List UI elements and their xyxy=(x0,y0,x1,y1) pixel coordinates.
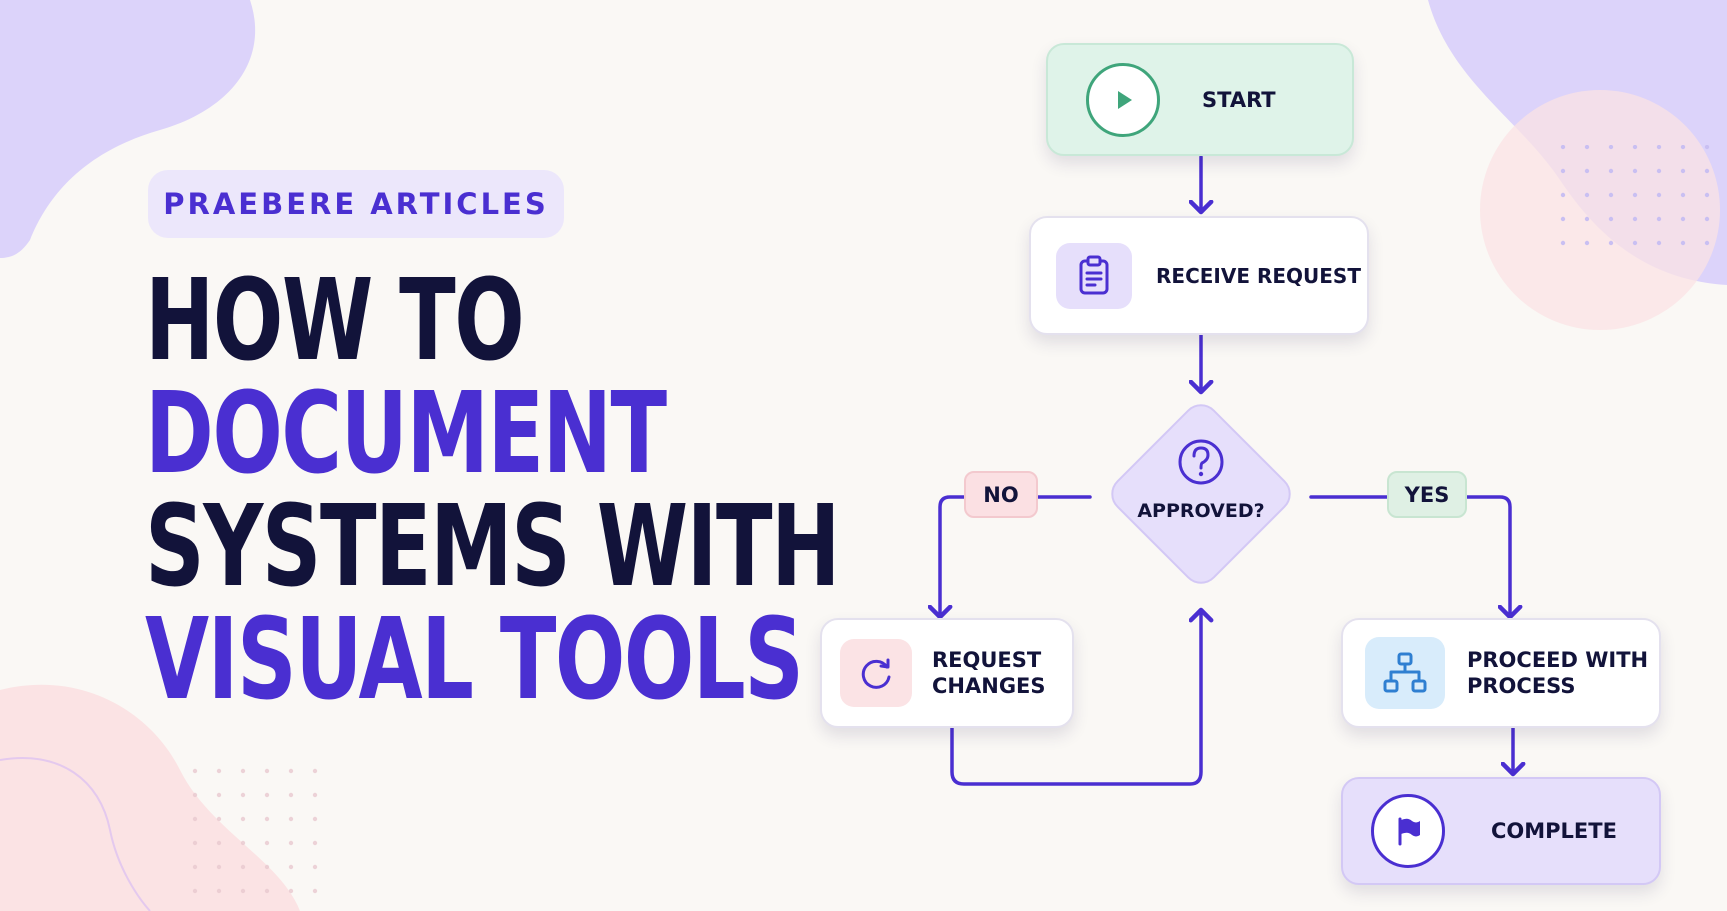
proceed-node[interactable]: PROCEED WITH PROCESS xyxy=(1341,618,1661,728)
start-node[interactable]: START xyxy=(1046,43,1354,156)
refresh-icon xyxy=(840,639,912,707)
request-changes-line-2: CHANGES xyxy=(932,674,1046,698)
hierarchy-icon xyxy=(1365,637,1445,709)
request-changes-line-1: REQUEST xyxy=(932,648,1042,672)
complete-node[interactable]: COMPLETE xyxy=(1341,777,1661,885)
connector-loop-back xyxy=(950,610,1201,786)
clipboard-icon xyxy=(1056,242,1132,309)
headline-line-2: DOCUMENT xyxy=(145,369,667,499)
question-icon xyxy=(1178,439,1224,485)
connector-no-branch xyxy=(940,495,1092,617)
decision-label: APPROVED? xyxy=(1137,500,1265,522)
proceed-line-2: PROCESS xyxy=(1467,674,1576,698)
receive-request-node[interactable]: RECEIVE REQUEST xyxy=(1029,216,1369,335)
yes-branch-label: YES xyxy=(1404,482,1450,507)
request-changes-text: REQUEST CHANGES xyxy=(932,647,1046,699)
request-changes-node[interactable]: REQUEST CHANGES xyxy=(820,618,1074,728)
headline-line-3: SYSTEMS WITH xyxy=(145,482,840,612)
brand-tag: PRAEBERE ARTICLES xyxy=(148,170,564,238)
decision-diamond xyxy=(1111,404,1291,584)
complete-label: COMPLETE xyxy=(1491,819,1617,843)
no-branch-badge: NO xyxy=(964,471,1038,518)
connector-yes-branch xyxy=(1309,495,1510,617)
headline-line-4: VISUAL TOOLS xyxy=(145,595,804,725)
headline: HOW TO DOCUMENT SYSTEMS WITH VISUAL TOOL… xyxy=(145,265,1083,717)
play-icon xyxy=(1086,62,1160,137)
receive-request-label: RECEIVE REQUEST xyxy=(1156,263,1361,288)
headline-line-1: HOW TO xyxy=(145,256,525,386)
flag-icon xyxy=(1371,794,1445,868)
proceed-line-1: PROCEED WITH xyxy=(1467,648,1649,672)
yes-branch-badge: YES xyxy=(1387,471,1467,518)
brand-tag-text: PRAEBERE ARTICLES xyxy=(163,187,549,221)
start-label: START xyxy=(1202,87,1276,112)
no-branch-label: NO xyxy=(983,482,1019,507)
proceed-text: PROCEED WITH PROCESS xyxy=(1467,647,1648,699)
